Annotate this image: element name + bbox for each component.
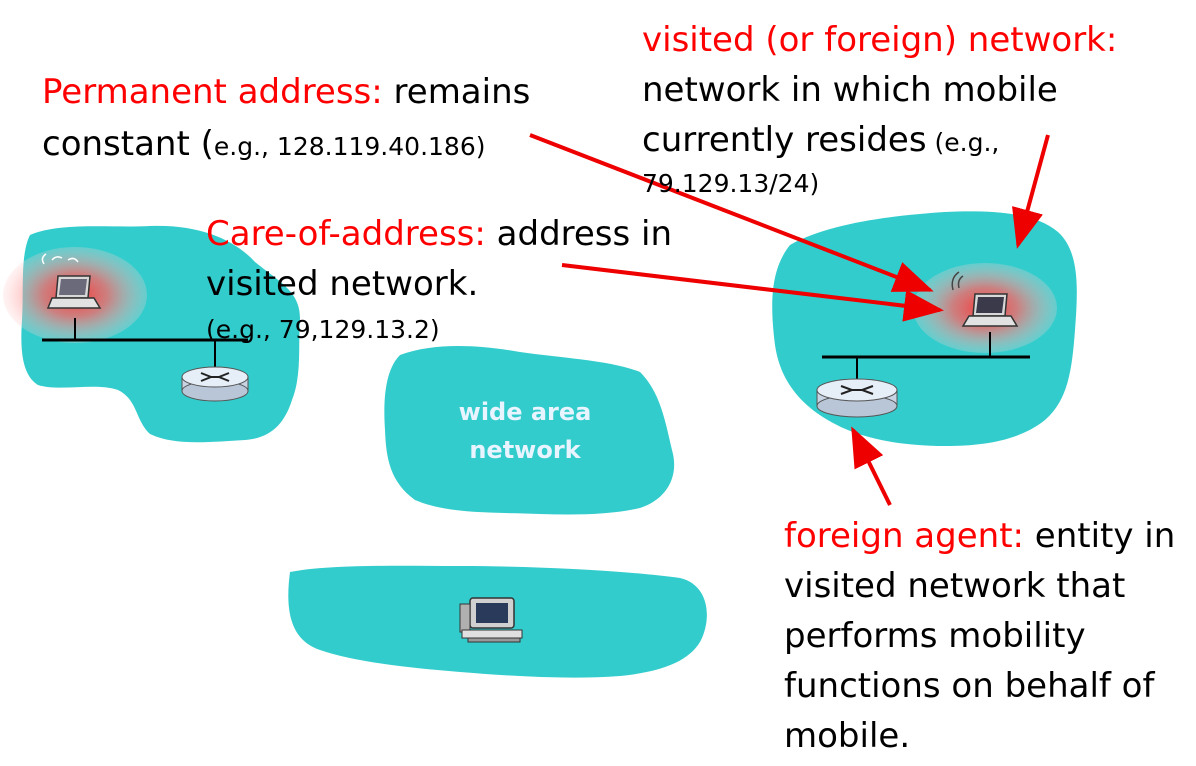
- permanent-address-line2: constant (e.g., 128.119.40.186): [42, 120, 486, 171]
- care-of-address-line2: visited network.: [206, 264, 479, 304]
- laptop-icon: [951, 271, 1019, 327]
- care-of-address-term: Care-of-address:: [206, 214, 486, 254]
- permanent-address-constant: constant (: [42, 124, 214, 164]
- visited-network-line3: currently resides (e.g.,: [642, 116, 999, 167]
- wide-area-network-cloud: [384, 346, 675, 515]
- permanent-address-example: e.g., 128.119.40.186): [213, 132, 486, 161]
- router-icon: [181, 366, 249, 402]
- visited-network-arrow: [1012, 134, 1050, 249]
- visited-network-resides: currently resides: [642, 120, 927, 160]
- permanent-address-text: remains: [382, 72, 531, 112]
- foreign-agent-line1: foreign agent: entity in: [784, 512, 1175, 560]
- foreign-agent-line2: visited network that: [784, 566, 1126, 606]
- wan-label-line1: wide area: [458, 398, 592, 426]
- permanent-address-arrow: [529, 133, 934, 292]
- desktop-computer-icon: [459, 597, 523, 643]
- foreign-agent-text: entity in: [1023, 516, 1176, 556]
- laptop-icon: [41, 253, 102, 309]
- visited-network-example: 79.129.13/24): [642, 169, 820, 198]
- care-of-address-example: (e.g., 79,129.13.2): [206, 315, 440, 344]
- visited-network-line2: network in which mobile: [642, 70, 1058, 110]
- router-icon: [816, 378, 898, 418]
- care-of-address-text: address in: [485, 214, 673, 254]
- wide-area-network-label: wide area network: [440, 393, 610, 469]
- foreign-agent-line3: performs mobility: [784, 616, 1086, 656]
- visited-network-eg: (e.g.,: [926, 128, 1000, 157]
- care-of-address-line1: Care-of-address: address in: [206, 210, 672, 258]
- care-of-address-arrow: [561, 263, 944, 322]
- visited-network-term: visited (or foreign) network:: [642, 20, 1118, 60]
- permanent-address-term: Permanent address:: [42, 72, 383, 112]
- wan-label-line2: network: [469, 436, 581, 464]
- foreign-agent-line5: mobile.: [784, 716, 911, 756]
- foreign-agent-arrow: [851, 426, 892, 506]
- permanent-address-line1: Permanent address: remains: [42, 68, 530, 116]
- foreign-agent-line4: functions on behalf of: [784, 666, 1155, 706]
- foreign-agent-term: foreign agent:: [784, 516, 1024, 556]
